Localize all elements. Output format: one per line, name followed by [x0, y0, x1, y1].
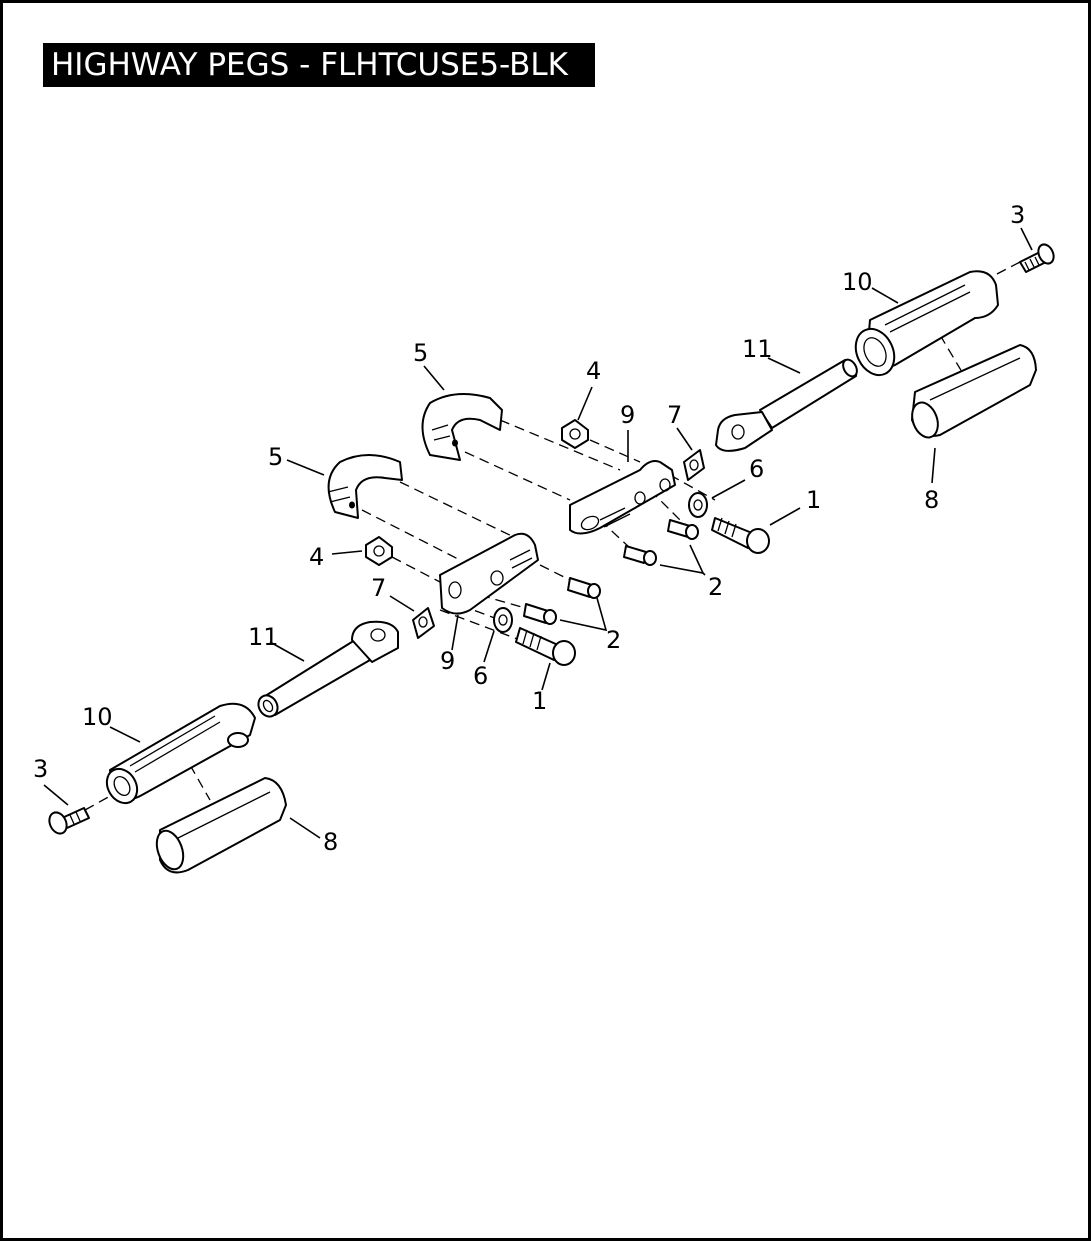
callout-4-right: 4	[586, 357, 601, 385]
washer-7-left	[412, 607, 435, 639]
screw-3-right	[1019, 243, 1055, 273]
screws-2-left	[523, 577, 601, 625]
callout-4-left: 4	[309, 543, 324, 571]
callout-labels: 3 10 11 5 4 9 7 6 1 8 2 5 4 7 2 11 9 6 1…	[33, 201, 1025, 856]
callout-8-left: 8	[323, 828, 338, 856]
callout-11-left: 11	[248, 623, 279, 651]
callout-1-right: 1	[806, 486, 821, 514]
peg-housing-10-left	[105, 702, 256, 805]
page-title: HIGHWAY PEGS - FLHTCUSE5-BLK	[51, 47, 569, 83]
callout-7-right: 7	[667, 401, 682, 429]
callout-6-left: 6	[473, 662, 488, 690]
title-bar: HIGHWAY PEGS - FLHTCUSE5-BLK	[43, 43, 595, 87]
screw-3-left	[48, 807, 90, 835]
nut-4-right	[561, 419, 589, 449]
callout-9-right: 9	[620, 401, 635, 429]
callout-2-left: 2	[606, 626, 621, 654]
pin-11-left	[257, 620, 399, 718]
callout-9-left: 9	[440, 647, 455, 675]
bolt-1-right	[711, 517, 770, 554]
washer-7-right	[683, 449, 705, 481]
callout-3-right: 3	[1010, 201, 1025, 229]
rubber-peg-8-right	[911, 344, 1037, 439]
callout-10-left: 10	[82, 703, 113, 731]
mount-bracket-9-left	[439, 532, 539, 615]
peg-housing-10-right	[854, 270, 999, 377]
washer-6-left	[493, 607, 513, 633]
nut-4-left	[365, 536, 393, 566]
screws-2-right	[623, 519, 699, 566]
mount-bracket-9-right	[569, 460, 676, 535]
washer-6-right	[688, 492, 708, 518]
clamp-5-upper	[421, 393, 503, 461]
rubber-peg-8-left	[155, 777, 287, 874]
callout-5-lower: 5	[268, 443, 283, 471]
callout-11-right: 11	[742, 335, 773, 363]
callout-6-right: 6	[749, 455, 764, 483]
callout-10-right: 10	[842, 268, 873, 296]
assembly-axis-lines	[84, 261, 1021, 811]
callout-8-right: 8	[924, 486, 939, 514]
callout-1-left: 1	[532, 687, 547, 715]
clamp-5-lower	[327, 454, 403, 519]
callout-3-left: 3	[33, 755, 48, 783]
callout-2-right: 2	[708, 573, 723, 601]
bolt-1-left	[515, 627, 576, 666]
callout-5-upper: 5	[413, 339, 428, 367]
callout-7-left: 7	[371, 574, 386, 602]
leader-lines	[43, 227, 1033, 839]
pin-11-right	[715, 358, 858, 452]
